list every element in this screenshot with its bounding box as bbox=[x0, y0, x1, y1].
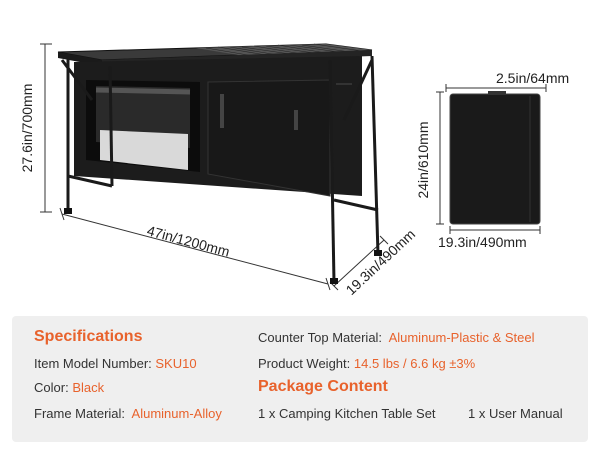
weight-label: Product Weight: bbox=[258, 356, 351, 371]
folded-table bbox=[436, 84, 547, 234]
weight-value: 14.5 lbs / 6.6 kg ±3% bbox=[353, 356, 476, 371]
table-legs bbox=[60, 55, 380, 283]
product-illustration: 27.6in/700mm 47in/1200mm 19.3in/490mm 2.… bbox=[19, 43, 570, 298]
cabinet bbox=[74, 56, 362, 197]
package-item-kitchen-table: 1 x Camping Kitchen Table Set bbox=[258, 406, 436, 421]
frame-value: Aluminum-Alloy bbox=[131, 406, 222, 421]
model-label: Item Model Number: bbox=[34, 356, 152, 371]
model-row: Item Model Number: SKU10 bbox=[34, 356, 197, 371]
package-item-manual: 1 x User Manual bbox=[468, 406, 563, 421]
model-value: SKU10 bbox=[155, 356, 197, 371]
color-value: Black bbox=[72, 380, 105, 395]
specifications-heading: Specifications bbox=[34, 328, 143, 345]
folded-width-label: 19.3in/490mm bbox=[438, 234, 527, 250]
weight-row: Product Weight: 14.5 lbs / 6.6 kg ±3% bbox=[258, 356, 475, 371]
height-dimension-label: 27.6in/700mm bbox=[19, 83, 35, 173]
countertop-label: Counter Top Material: bbox=[258, 330, 383, 345]
table-dimension-lines bbox=[40, 43, 389, 291]
color-label: Color: bbox=[34, 380, 69, 395]
specifications-panel: Specifications Item Model Number: SKU10 … bbox=[12, 316, 588, 442]
folded-height-label: 24in/610mm bbox=[415, 121, 431, 199]
countertop-row: Counter Top Material: Aluminum-Plastic &… bbox=[258, 330, 535, 345]
product-drawing bbox=[40, 43, 547, 291]
color-row: Color: Black bbox=[34, 380, 104, 395]
countertop-value: Aluminum-Plastic & Steel bbox=[388, 330, 535, 345]
frame-row: Frame Material: Aluminum-Alloy bbox=[34, 406, 222, 421]
folded-thickness-label: 2.5in/64mm bbox=[496, 70, 570, 86]
package-heading: Package Content bbox=[258, 378, 388, 395]
frame-label: Frame Material: bbox=[34, 406, 126, 421]
leg-feet bbox=[64, 208, 382, 284]
